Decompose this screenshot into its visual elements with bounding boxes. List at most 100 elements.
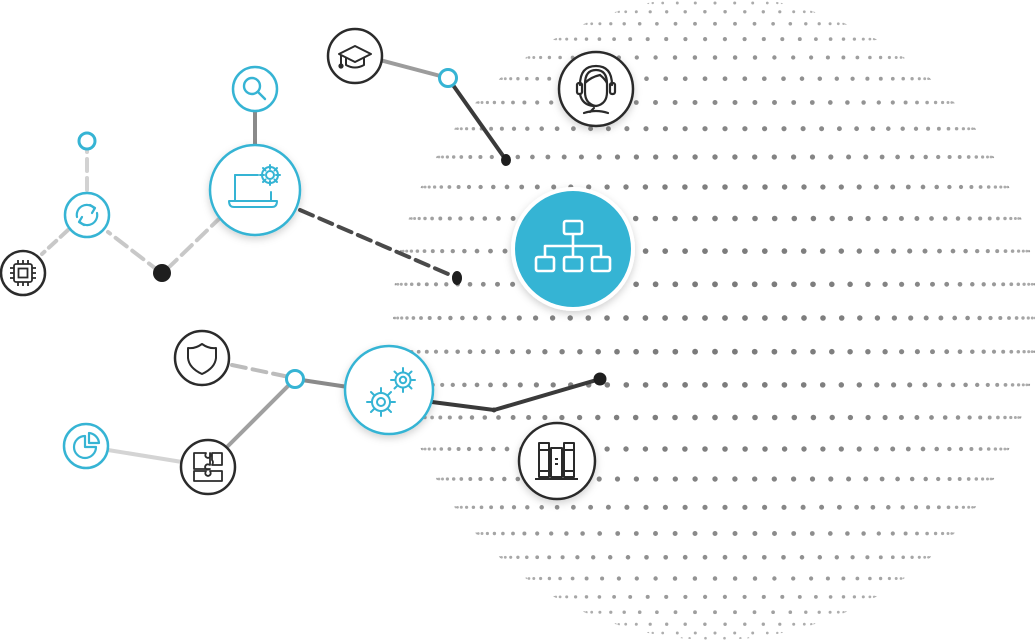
gears-icon	[343, 344, 435, 436]
globe-dot	[675, 631, 679, 635]
globe-dot	[476, 532, 480, 535]
globe-dot	[933, 531, 938, 536]
globe-dot	[693, 21, 697, 26]
globe-dot	[978, 415, 983, 420]
globe-dot	[595, 414, 601, 421]
globe-dot	[772, 100, 777, 105]
globe-dot	[752, 576, 758, 581]
globe-dot	[680, 637, 683, 640]
globe-dot	[1028, 383, 1031, 386]
globe-dot	[878, 55, 883, 60]
globe-dot	[526, 414, 532, 421]
globe-dot	[974, 506, 977, 509]
globe-dot	[742, 248, 748, 254]
globe-dot	[427, 447, 431, 451]
anchor-dot-sphere-right	[593, 372, 607, 386]
globe-dot	[980, 477, 985, 481]
globe-dot	[393, 316, 397, 320]
globe-dot	[501, 315, 507, 321]
globe-dot	[841, 55, 846, 60]
hierarchy-icon	[511, 187, 635, 311]
globe-dot	[559, 414, 565, 421]
globe-dot	[499, 505, 504, 510]
globe-dot	[814, 595, 818, 599]
globe-dot	[1028, 250, 1031, 253]
globe-dot	[644, 554, 649, 560]
globe-dot	[430, 216, 434, 221]
globe-dot	[891, 315, 898, 321]
globe-dot	[542, 349, 548, 355]
globe-dot	[682, 554, 688, 560]
globe-dot	[500, 556, 503, 559]
globe-dot	[961, 505, 966, 509]
globe-dot	[702, 126, 708, 132]
globe-dot	[751, 1, 755, 5]
globe-dot	[405, 316, 409, 320]
globe-dot	[967, 505, 971, 509]
globe-dot	[409, 249, 414, 253]
globe-dot	[504, 446, 510, 452]
globe-dot	[565, 37, 569, 41]
globe-dot	[936, 126, 941, 131]
globe-dot	[947, 154, 952, 160]
globe-dot	[989, 155, 993, 159]
globe-dot	[761, 382, 768, 388]
globe-dot	[595, 348, 601, 355]
globe-dot	[692, 476, 698, 482]
globe-dot	[489, 154, 494, 160]
globe-dot	[934, 446, 939, 452]
globe-dot	[819, 504, 825, 510]
globe-dot	[692, 100, 698, 105]
globe-dot	[955, 415, 961, 420]
globe-dot	[439, 185, 444, 189]
globe-dot	[466, 184, 472, 190]
globe-dot	[525, 505, 530, 510]
globe-dot	[987, 216, 992, 221]
globe-dot	[894, 577, 898, 580]
globe-dot	[882, 215, 888, 222]
globe-dot	[692, 414, 698, 421]
globe-dot	[482, 415, 488, 420]
globe-dot	[525, 56, 528, 59]
globe-dot	[820, 446, 826, 452]
globe-dot	[809, 55, 814, 60]
globe-dot	[532, 56, 536, 59]
globe-dot	[554, 126, 560, 132]
globe-dot	[642, 315, 649, 321]
globe-dot	[482, 216, 488, 221]
globe-dot	[432, 185, 437, 189]
globe-dot	[634, 622, 638, 626]
globe-dot	[634, 55, 639, 60]
globe-dot	[577, 348, 583, 355]
globe-dot	[743, 10, 747, 14]
globe-dot	[722, 37, 727, 42]
globe-dot	[809, 476, 816, 482]
globe-dot	[662, 382, 669, 388]
globe-dot	[549, 531, 554, 536]
globe-dot	[838, 248, 845, 254]
globe-dot	[873, 184, 879, 190]
globe-dot	[925, 531, 929, 536]
globe-dot	[1021, 249, 1025, 253]
globe-dot	[999, 185, 1003, 189]
globe-dot	[645, 37, 650, 42]
globe-dot	[791, 414, 798, 421]
globe-dot	[1021, 316, 1025, 320]
globe-dot	[819, 248, 826, 254]
globe-dot	[929, 216, 934, 221]
globe-dot	[576, 414, 583, 421]
globe-dot	[1016, 383, 1021, 387]
globe-dot	[655, 21, 659, 26]
globe-dot	[437, 155, 441, 159]
globe-dot	[879, 154, 885, 160]
globe-dot	[445, 155, 450, 159]
globe-dot	[495, 281, 500, 287]
globe-dot	[865, 281, 871, 288]
globe-dot	[814, 37, 818, 41]
globe-dot	[550, 382, 556, 388]
globe-dot	[817, 610, 821, 614]
globe-dot	[713, 631, 717, 635]
globe-dot	[662, 184, 668, 190]
globe-dot	[622, 22, 626, 26]
globe-dot	[751, 631, 755, 635]
